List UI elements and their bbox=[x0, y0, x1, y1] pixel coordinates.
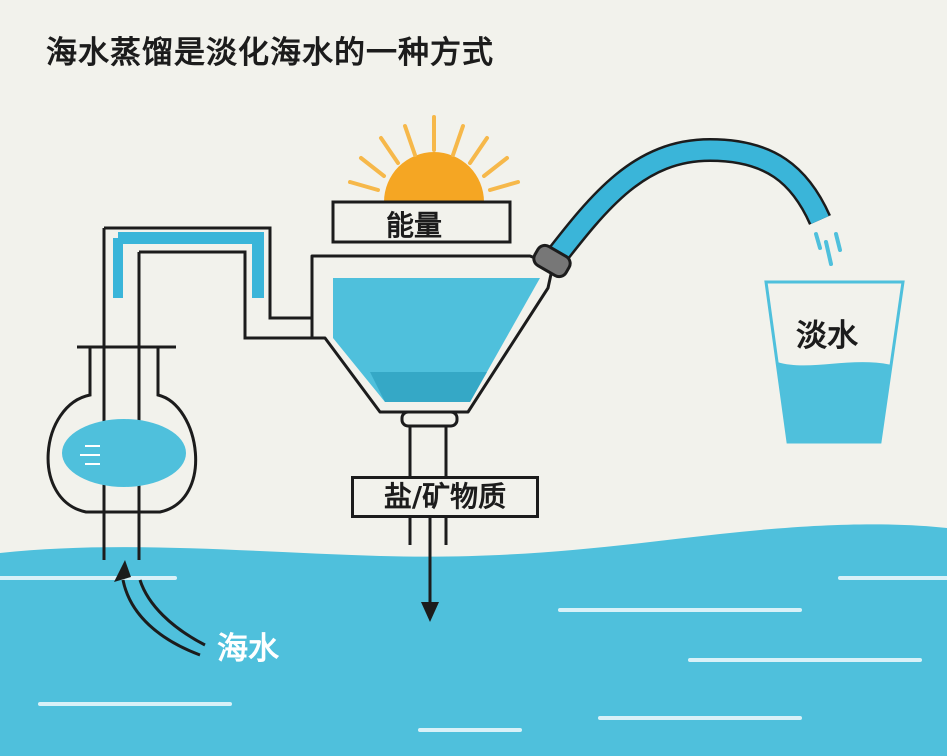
vapor-pipe bbox=[532, 137, 831, 279]
salt-minerals-label: 盐/矿物质 bbox=[351, 476, 539, 518]
fresh-water-label: 淡水 bbox=[796, 318, 858, 354]
sun-icon bbox=[331, 115, 520, 244]
sea-wave-lines bbox=[0, 576, 947, 732]
flow-arrow-icon bbox=[114, 560, 206, 657]
fresh-water-cup bbox=[764, 280, 905, 444]
page-title: 海水蒸馏是淡化海水的一种方式 bbox=[46, 35, 494, 71]
sea bbox=[0, 524, 947, 756]
down-arrow-icon bbox=[421, 518, 439, 622]
energy-label: 能量 bbox=[386, 209, 443, 242]
water-drops-icon bbox=[814, 232, 842, 266]
intake-tube bbox=[102, 228, 141, 560]
flask bbox=[46, 345, 198, 514]
boiler-funnel bbox=[310, 254, 555, 545]
seawater-label: 海水 bbox=[217, 631, 279, 667]
upper-pipe bbox=[104, 226, 325, 340]
